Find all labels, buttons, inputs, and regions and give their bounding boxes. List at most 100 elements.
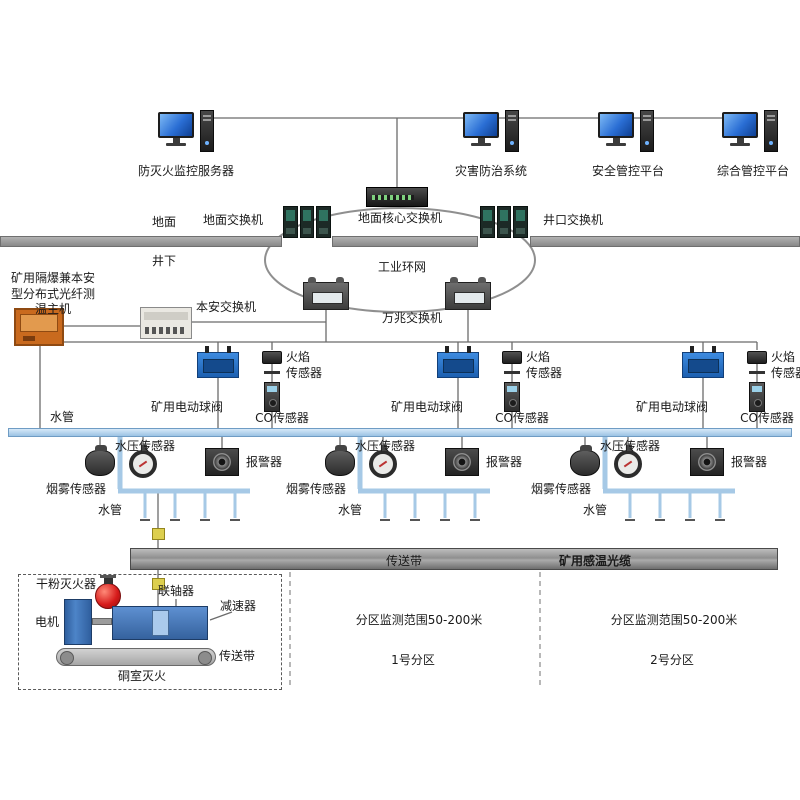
alarm-device — [205, 448, 239, 476]
flame-label-line2: 传感器 — [526, 365, 563, 380]
ball-valve-label: 矿用电动球阀 — [635, 400, 709, 414]
switch-unit — [299, 206, 315, 238]
switch-unit — [513, 206, 529, 238]
monitor-stand — [173, 138, 180, 143]
partition-1-name-label: 1号分区 — [391, 653, 435, 667]
pc-tower-icon — [505, 110, 519, 152]
water-pressure-sensor-label: 水压传感器 — [114, 439, 176, 453]
industrial-ring-label: 工业环网 — [377, 260, 427, 274]
screen — [600, 114, 632, 136]
wellhead-switch-stack — [480, 206, 529, 238]
surface-divider-bar — [530, 236, 800, 247]
main-water-pipe-label: 水管 — [49, 410, 75, 424]
underground-label: 井下 — [151, 254, 177, 268]
electric-ball-valve-device — [437, 346, 479, 378]
dry-powder-extinguisher-label: 干粉灭火器 — [35, 577, 97, 591]
pc-tower-icon — [640, 110, 654, 152]
motor-label: 电机 — [34, 615, 60, 629]
flame-label-line1: 火焰 — [771, 350, 796, 364]
partition-1-range-label: 分区监测范围50-200米 — [355, 613, 483, 627]
chamber-belt-label: 传送带 — [218, 649, 256, 663]
pc-tower-icon — [200, 110, 214, 152]
electric-ball-valve-device — [197, 346, 239, 378]
switch-unit — [316, 206, 332, 238]
alarm-label: 报警器 — [245, 455, 283, 469]
flame-sensor-label: 火焰传感器 — [286, 350, 328, 381]
computer-label-fire-monitoring: 防灭火监控服务器 — [137, 164, 235, 178]
pc-tower-icon — [764, 110, 778, 152]
main-water-pipe — [8, 428, 792, 437]
monitor-icon — [158, 112, 194, 138]
flame-sensor-label: 火焰传感器 — [526, 350, 568, 381]
co-sensor-label: CO传感器 — [255, 411, 309, 425]
alarm-device — [445, 448, 479, 476]
monitor-icon — [722, 112, 758, 138]
core-switch-device — [366, 187, 428, 207]
branch-water-pipe-label: 水管 — [337, 503, 363, 517]
monitoring-zone-1: 火焰传感器 矿用电动球阀 CO传感器 水压传感器 报警器 烟雾传感器 水管 — [40, 340, 340, 525]
smoke-sensor-label: 烟雾传感器 — [285, 482, 347, 496]
ten-gig-switch-label: 万兆交换机 — [381, 311, 443, 325]
partition-2-range-label: 分区监测范围50-200米 — [610, 613, 738, 627]
computer-label-integrated: 综合管控平台 — [716, 164, 790, 178]
flame-sensor-device — [745, 349, 769, 375]
wellhead-switch-label: 井口交换机 — [542, 213, 604, 227]
ground-switch-label: 地面交换机 — [202, 213, 264, 227]
monitoring-zone-2: 火焰传感器 矿用电动球阀 CO传感器 水压传感器 报警器 烟雾传感器 水管 — [280, 340, 580, 525]
co-sensor-device — [504, 382, 520, 412]
computer-safety-platform — [598, 110, 656, 156]
ten-gig-switch-device-right — [445, 277, 491, 310]
screen — [465, 114, 497, 136]
screen — [160, 114, 192, 136]
conveyor-belt-label: 传送带 — [386, 554, 423, 568]
alarm-label: 报警器 — [485, 455, 523, 469]
fiber-temp-host-label: 矿用隔爆兼本安型分布式光纤测温主机 — [10, 271, 95, 317]
ball-valve-label: 矿用电动球阀 — [150, 400, 224, 414]
chamber-conveyor-belt — [56, 648, 216, 666]
co-sensor-label: CO传感器 — [495, 411, 549, 425]
screen — [724, 114, 756, 136]
computer-label-safety: 安全管控平台 — [591, 164, 665, 178]
water-pressure-sensor-label: 水压传感器 — [354, 439, 416, 453]
intrinsically-safe-switch-label: 本安交换机 — [195, 300, 257, 314]
monitor-icon — [463, 112, 499, 138]
electric-ball-valve-device — [682, 346, 724, 378]
smoke-sensor-label: 烟雾传感器 — [530, 482, 592, 496]
switch-unit — [283, 206, 298, 238]
conveyor-belt: 传送带 矿用感温光缆 — [130, 548, 778, 570]
alarm-device — [690, 448, 724, 476]
monitor-base — [606, 143, 626, 146]
monitor-base — [471, 143, 491, 146]
water-pressure-gauge-device — [614, 445, 642, 478]
chamber-title-label: 硐室灭火 — [117, 669, 167, 683]
dry-powder-extinguisher-device — [95, 575, 121, 609]
pipe-junction-box — [152, 528, 165, 540]
intrinsically-safe-switch-device — [140, 307, 192, 339]
fiber-temp-host-device — [14, 308, 64, 346]
flame-sensor-device — [500, 349, 524, 375]
chamber-dashed-box — [18, 574, 282, 690]
flame-label-line2: 传感器 — [771, 365, 800, 380]
coupling-device — [152, 610, 169, 636]
monitor-icon — [598, 112, 634, 138]
smoke-sensor-device — [325, 445, 355, 476]
flame-label-line2: 传感器 — [286, 365, 323, 380]
coupling-label: 联轴器 — [157, 584, 195, 598]
ball-valve-label: 矿用电动球阀 — [390, 400, 464, 414]
smoke-sensor-device — [85, 445, 115, 476]
ground-switch-stack — [283, 206, 332, 238]
reducer-label: 减速器 — [219, 599, 257, 613]
water-pressure-sensor-label: 水压传感器 — [599, 439, 661, 453]
temp-sensing-cable-label: 矿用感温光缆 — [559, 554, 632, 568]
computer-label-disaster: 灾害防治系统 — [454, 164, 528, 178]
ground-label: 地面 — [151, 215, 177, 229]
flame-sensor-device — [260, 349, 284, 375]
pipe-junction-box — [152, 578, 165, 590]
partition-2-name-label: 2号分区 — [650, 653, 694, 667]
monitor-stand — [478, 138, 485, 143]
monitor-stand — [613, 138, 620, 143]
branch-water-pipe-label: 水管 — [97, 503, 123, 517]
